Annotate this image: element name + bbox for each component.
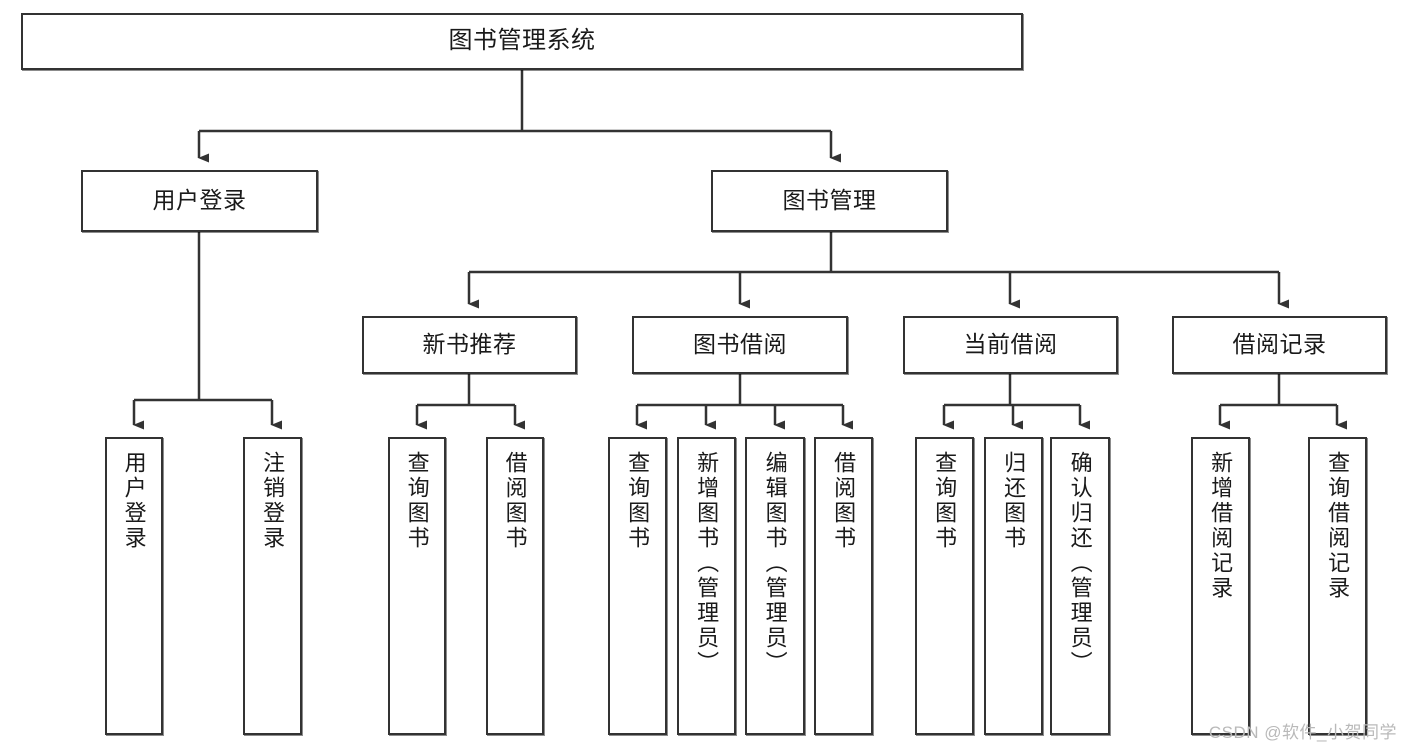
node-leaf-user-login[interactable]: 用户登录 [105,437,163,735]
node-label: 编辑图书（管理员） [762,451,788,676]
node-label: 归还图书 [1001,451,1027,551]
node-label: 借阅记录 [1232,331,1327,358]
node-leaf-return-book[interactable]: 归还图书 [984,437,1043,735]
node-label: 新增图书（管理员） [694,451,720,676]
node-leaf-edit-book-admin[interactable]: 编辑图书（管理员） [745,437,805,735]
node-new-book-recommendation[interactable]: 新书推荐 [362,316,577,374]
node-label: 用户登录 [152,187,247,214]
node-label: 确认归还（管理员） [1067,451,1093,676]
node-label: 查询图书 [932,451,958,551]
node-leaf-confirm-return-admin[interactable]: 确认归还（管理员） [1050,437,1110,735]
node-leaf-query-book-current[interactable]: 查询图书 [915,437,974,735]
node-label: 图书借阅 [693,331,787,358]
node-leaf-borrow-book[interactable]: 借阅图书 [814,437,873,735]
node-leaf-query-borrowing-record[interactable]: 查询借阅记录 [1308,437,1367,735]
node-leaf-borrow-book-recommendation[interactable]: 借阅图书 [486,437,544,735]
node-label: 图书管理系统 [448,27,596,55]
node-leaf-query-book-borrowing[interactable]: 查询图书 [608,437,667,735]
node-label: 借阅图书 [831,451,857,551]
node-leaf-query-book-recommendation[interactable]: 查询图书 [388,437,446,735]
node-label: 查询图书 [404,451,430,551]
node-book-management[interactable]: 图书管理 [711,170,948,232]
node-label: 查询图书 [625,451,651,551]
node-label: 当前借阅 [963,331,1058,358]
node-label: 图书管理 [782,187,877,214]
node-root-system[interactable]: 图书管理系统 [21,13,1023,70]
node-current-borrowing[interactable]: 当前借阅 [903,316,1118,374]
watermark: CSDN @软件_小贺同学 [1208,723,1397,742]
node-label: 新书推荐 [422,331,517,358]
node-label: 查询借阅记录 [1325,451,1351,601]
node-label: 新增借阅记录 [1208,451,1234,601]
node-leaf-add-borrowing-record[interactable]: 新增借阅记录 [1191,437,1250,735]
node-user-login[interactable]: 用户登录 [81,170,318,232]
node-leaf-add-book-admin[interactable]: 新增图书（管理员） [677,437,736,735]
node-label: 借阅图书 [502,451,528,551]
node-leaf-logout[interactable]: 注销登录 [243,437,302,735]
node-book-borrowing[interactable]: 图书借阅 [632,316,848,374]
node-label: 注销登录 [260,451,286,551]
node-borrowing-record[interactable]: 借阅记录 [1172,316,1387,374]
node-label: 用户登录 [121,451,147,551]
